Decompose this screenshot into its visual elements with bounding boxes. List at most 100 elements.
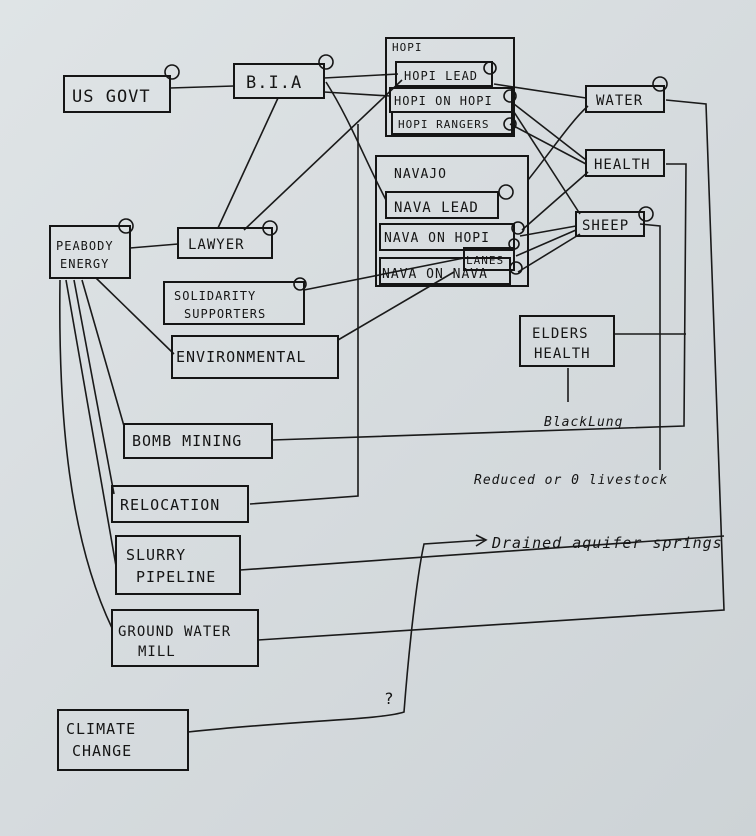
label-solidarity-1: SOLIDARITY bbox=[174, 289, 256, 303]
node-us-govt-box bbox=[63, 75, 171, 113]
edge-solidarity-lanes bbox=[303, 257, 465, 291]
node-sheep-circle bbox=[638, 206, 654, 222]
label-drained-aquifer: Drained aquifer springs bbox=[491, 534, 723, 552]
edge-hopionhopi-health bbox=[513, 103, 587, 161]
edge-peabody-environmental bbox=[95, 277, 175, 355]
label-reduced-livestock: Reduced or 0 livestock bbox=[474, 473, 668, 488]
node-nava-on-hopi-circle bbox=[511, 221, 525, 235]
label-nava-on-hopi: NAVA ON HOPI bbox=[384, 231, 490, 246]
label-hopi-on-hopi: HOPI ON HOPI bbox=[394, 94, 493, 108]
label-sheep: SHEEP bbox=[582, 218, 629, 234]
label-climate-2: CHANGE bbox=[72, 742, 132, 760]
node-lawyer-circle bbox=[262, 220, 278, 236]
label-nava-on-nava: NAVA ON NAVA bbox=[382, 267, 488, 282]
edge-navaonhopi-health bbox=[521, 171, 589, 231]
label-ground-water-1: GROUND WATER bbox=[118, 624, 231, 640]
label-lanes: LANES bbox=[466, 254, 504, 267]
group-frames bbox=[375, 37, 529, 287]
edge-bia-lawyer bbox=[217, 97, 279, 229]
edge-health-bombmining bbox=[271, 163, 687, 441]
node-elders-box bbox=[519, 315, 615, 367]
edge-peabody-slurry bbox=[65, 279, 117, 567]
node-hopi-rangers-box bbox=[391, 111, 513, 135]
label-lawyer: LAWYER bbox=[188, 237, 245, 253]
node-slurry-box bbox=[115, 535, 241, 595]
label-elders-1: ELDERS bbox=[532, 326, 589, 342]
node-water-box bbox=[585, 85, 665, 113]
edge-slurry-aquifer bbox=[239, 535, 725, 571]
arrow-head-icon bbox=[475, 534, 488, 547]
edge-environmental-navaonnava bbox=[337, 271, 455, 341]
label-relocation: RELOCATION bbox=[120, 496, 220, 514]
label-navajo: NAVAJO bbox=[394, 167, 447, 182]
edge-water-groundwater bbox=[257, 99, 725, 641]
edge-peabody-bombmining bbox=[81, 279, 125, 427]
node-relocation-box bbox=[111, 485, 249, 523]
edge-navalead-water bbox=[527, 105, 589, 181]
label-hopi: HOPI bbox=[392, 41, 423, 54]
node-bomb-mining-box bbox=[123, 423, 273, 459]
node-nava-lead-box bbox=[385, 191, 499, 219]
label-nava-lead: NAVA LEAD bbox=[394, 200, 479, 216]
label-hopi-lead: HOPI LEAD bbox=[404, 69, 478, 83]
edge-bia-navalead bbox=[325, 81, 387, 201]
node-nava-on-nava-circle bbox=[509, 261, 523, 275]
node-environmental-box bbox=[171, 335, 339, 379]
label-bomb-mining: BOMB MINING bbox=[132, 432, 242, 450]
label-solidarity-2: SUPPORTERS bbox=[184, 307, 266, 321]
label-peabody-2: ENERGY bbox=[60, 257, 109, 271]
node-peabody-box bbox=[49, 225, 131, 279]
node-sheep-box bbox=[575, 211, 645, 237]
node-bia-circle bbox=[318, 54, 334, 70]
label-health: HEALTH bbox=[594, 157, 651, 173]
edge-peabody-relocation bbox=[73, 279, 115, 495]
edge-bia-hopionhopi bbox=[323, 91, 391, 97]
node-solidarity-box bbox=[163, 281, 305, 325]
node-hopi-lead-circle bbox=[483, 61, 497, 75]
label-elders-2: HEALTH bbox=[534, 346, 591, 362]
node-us-govt-circle bbox=[164, 64, 180, 80]
label-us-govt: US GOVT bbox=[72, 87, 151, 107]
label-hopi-rangers: HOPI RANGERS bbox=[398, 118, 489, 131]
label-black-lung: BlackLung bbox=[544, 415, 623, 430]
node-lawyer-box bbox=[177, 227, 273, 259]
node-bia-box bbox=[233, 63, 325, 99]
node-ground-water-box bbox=[111, 609, 259, 667]
node-water-circle bbox=[652, 76, 668, 92]
node-hopi-rangers-circle bbox=[503, 117, 517, 131]
edge-lawyer-hopilead bbox=[243, 79, 403, 231]
node-nava-on-hopi-box bbox=[379, 223, 515, 251]
label-slurry-1: SLURRY bbox=[126, 546, 186, 564]
edge-hopirangers-health bbox=[509, 123, 587, 165]
navajo-group-frame bbox=[375, 155, 529, 287]
node-hopi-on-hopi-circle bbox=[503, 89, 517, 103]
label-water: WATER bbox=[596, 93, 643, 109]
edge-climate-aquifer bbox=[187, 539, 485, 733]
edge-peabody-lawyer bbox=[129, 243, 179, 249]
edge-hopi-relocation bbox=[249, 124, 359, 505]
label-environmental: ENVIRONMENTAL bbox=[176, 348, 306, 366]
node-solidarity-circle bbox=[293, 277, 307, 291]
label-climate-1: CLIMATE bbox=[66, 720, 136, 738]
node-health-box bbox=[585, 149, 665, 177]
label-peabody-1: PEABODY bbox=[56, 239, 114, 253]
label-bia: B.I.A bbox=[246, 73, 302, 93]
node-lanes-circle bbox=[508, 238, 520, 250]
node-nava-lead-circle bbox=[498, 184, 514, 200]
node-labels: US GOVT B.I.A HOPI HOPI LEAD HOPI ON HOP… bbox=[56, 41, 723, 760]
edge-navaonhopi-sheep bbox=[519, 225, 577, 237]
hopi-group-frame bbox=[385, 37, 515, 137]
node-climate-box bbox=[57, 709, 189, 771]
edge-peabody-groundwater bbox=[59, 279, 113, 629]
edge-lanes-sheep bbox=[515, 229, 577, 257]
edge-sheep-livestock bbox=[639, 223, 661, 470]
node-boxes bbox=[49, 54, 668, 771]
edge-hopilead-water bbox=[493, 83, 587, 99]
connector-lines bbox=[59, 73, 725, 733]
label-question-mark: ? bbox=[384, 689, 395, 708]
edge-usgovt-bia bbox=[169, 85, 235, 89]
label-ground-water-2: MILL bbox=[138, 644, 176, 660]
